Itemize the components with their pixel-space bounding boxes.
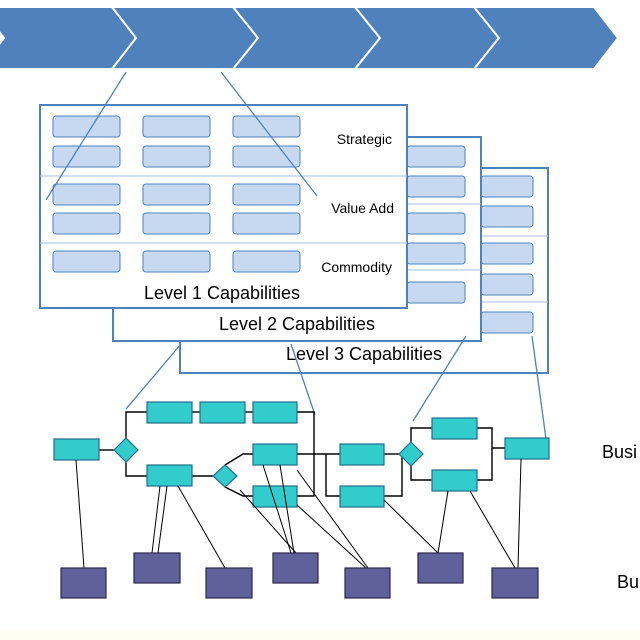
capability-box [142, 250, 211, 273]
capability-box [52, 145, 121, 168]
capability-box [142, 212, 211, 235]
capability-box [232, 183, 301, 206]
capability-box [406, 242, 466, 265]
process-box [146, 464, 193, 487]
capability-box [406, 281, 466, 304]
capability-box [52, 115, 121, 138]
capability-box [480, 311, 534, 334]
system-box [272, 552, 319, 584]
value-chain-mapping-lines [45, 71, 318, 201]
capability-box [52, 183, 121, 206]
process-box [504, 437, 550, 460]
capability-process-mapping-lines [125, 335, 547, 440]
level2-label: Level 2 Capabilities [219, 314, 375, 334]
capability-box [142, 145, 211, 168]
system-box [491, 567, 539, 599]
capability-box [406, 145, 466, 168]
process-box [431, 469, 478, 492]
bottom-band [0, 630, 640, 640]
system-box [133, 552, 181, 584]
process-box [431, 417, 478, 440]
tier-label-value-add: Value Add [331, 200, 394, 216]
capability-box [480, 273, 534, 296]
process-box [339, 443, 385, 466]
value-chain-step-5 [471, 6, 620, 70]
decision-diamonds [113, 437, 424, 488]
tier-label-strategic: Strategic [337, 131, 392, 147]
capability-box [480, 205, 534, 228]
process-box [53, 438, 100, 461]
process-box [252, 401, 298, 424]
system-box [344, 567, 391, 599]
level1-label: Level 1 Capabilities [144, 283, 300, 303]
system-row-label: Bu [617, 572, 639, 592]
system-connector-lines [75, 458, 522, 569]
capability-box [232, 115, 301, 138]
process-box [339, 485, 385, 508]
capability-box [52, 212, 121, 235]
process-boxes [53, 401, 550, 508]
level3-label: Level 3 Capabilities [286, 344, 442, 364]
process-box [146, 401, 193, 424]
system-box [60, 567, 107, 599]
system-box [205, 567, 253, 599]
decision-diamond [212, 464, 238, 488]
capability-box [406, 175, 466, 198]
capability-box [406, 212, 466, 235]
process-row-label: Busi [602, 442, 637, 462]
process-box [252, 443, 298, 466]
capability-box [142, 115, 211, 138]
decision-diamond [398, 441, 424, 467]
decision-diamond [113, 437, 139, 463]
process-box [199, 401, 246, 424]
value-chain [0, 6, 620, 70]
system-boxes [60, 552, 539, 599]
capability-box [232, 250, 301, 273]
tier-label-commodity: Commodity [321, 259, 392, 275]
process-flow-lines [99, 411, 505, 497]
capability-box [480, 242, 534, 265]
system-box [417, 552, 464, 584]
value-chain-step-1 [0, 6, 138, 70]
level1-panel: Strategic Value Add Commodity Level 1 Ca… [39, 104, 408, 309]
capability-box [232, 212, 301, 235]
capability-box [480, 175, 534, 198]
capability-box [232, 145, 301, 168]
capability-box [142, 183, 211, 206]
capability-box [52, 250, 121, 273]
